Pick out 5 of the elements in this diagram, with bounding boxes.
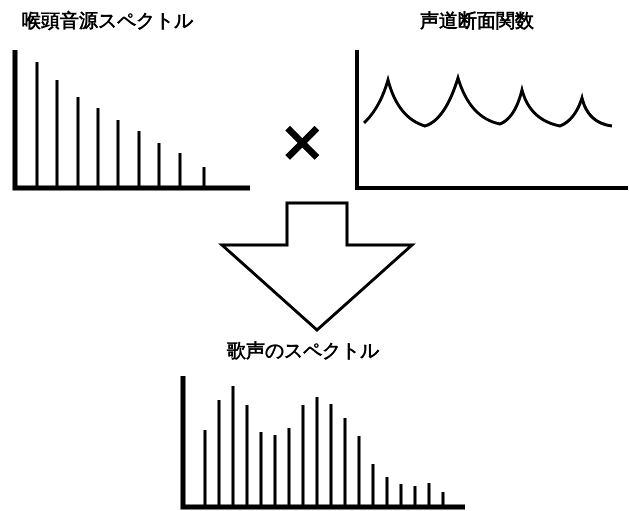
chart-title: 喉頭音源スペクトル — [22, 9, 193, 34]
block-arrow — [218, 202, 416, 332]
chart-title: 声道断面関数 — [420, 9, 534, 34]
chart-title: 歌声のスペクトル — [227, 339, 379, 364]
multiply-sign: × — [278, 112, 327, 170]
